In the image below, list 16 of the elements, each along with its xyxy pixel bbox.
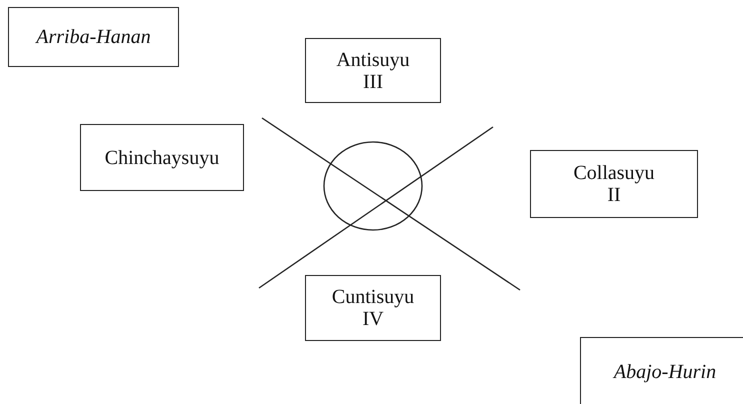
region-box bbox=[305, 275, 441, 341]
region-number: IV bbox=[362, 308, 384, 330]
region-box bbox=[530, 150, 698, 218]
region-box bbox=[80, 124, 244, 191]
region-name: Chinchaysuyu bbox=[104, 146, 220, 168]
region-name: Arriba-Hanan bbox=[36, 26, 151, 48]
region-box bbox=[8, 7, 179, 67]
region-box bbox=[580, 337, 743, 404]
region-name: Cuntisuyu bbox=[332, 286, 414, 308]
region-number: II bbox=[607, 184, 621, 206]
region-number: III bbox=[363, 70, 383, 92]
region-box bbox=[305, 38, 441, 103]
region-name: Collasuyu bbox=[573, 162, 655, 184]
region-name: Abajo-Hurin bbox=[614, 361, 716, 383]
region-name: Antisuyu bbox=[336, 48, 410, 70]
circle-shape bbox=[323, 141, 423, 231]
